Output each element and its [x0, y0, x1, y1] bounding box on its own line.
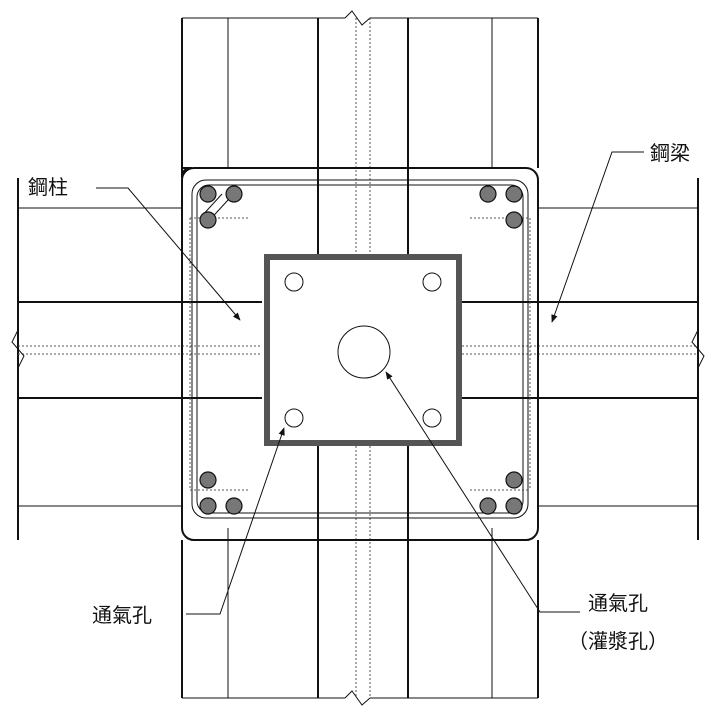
- vent-hole: [284, 272, 304, 292]
- rebars: [199, 185, 523, 515]
- vent-hole: [422, 408, 442, 428]
- grout-hole: [337, 325, 391, 379]
- vent-hole: [422, 272, 442, 292]
- joint-outline: [181, 167, 539, 541]
- rebar: [479, 497, 497, 515]
- rebar: [199, 471, 217, 489]
- leader-grout-hole: [385, 371, 580, 613]
- leader-vent-hole: [186, 427, 285, 615]
- rebar: [479, 185, 497, 203]
- label-steel-beam: 鋼梁: [650, 141, 690, 165]
- lower-column: [181, 528, 539, 706]
- leader-steel-beam: [551, 151, 644, 323]
- leader-lines: [96, 151, 644, 615]
- left-beam: [11, 178, 262, 540]
- steel-plate: [264, 254, 462, 446]
- label-vent-hole-grout: 通氣孔: [588, 591, 648, 615]
- label-steel-column: 鋼柱: [28, 175, 68, 199]
- rebar: [199, 185, 217, 203]
- rebar: [225, 185, 243, 203]
- rebar: [199, 497, 217, 515]
- upper-column: [181, 10, 539, 168]
- label-vent-hole: 通氣孔: [92, 603, 152, 627]
- rebar: [505, 211, 523, 229]
- rebar: [225, 497, 243, 515]
- vent-hole: [284, 408, 304, 428]
- rebar: [505, 497, 523, 515]
- label-grout-hole: （灌漿孔）: [568, 629, 668, 653]
- rebar: [505, 185, 523, 203]
- right-beam: [462, 178, 705, 540]
- leader-steel-column: [96, 187, 241, 321]
- rebar: [199, 211, 217, 229]
- rebar: [505, 471, 523, 489]
